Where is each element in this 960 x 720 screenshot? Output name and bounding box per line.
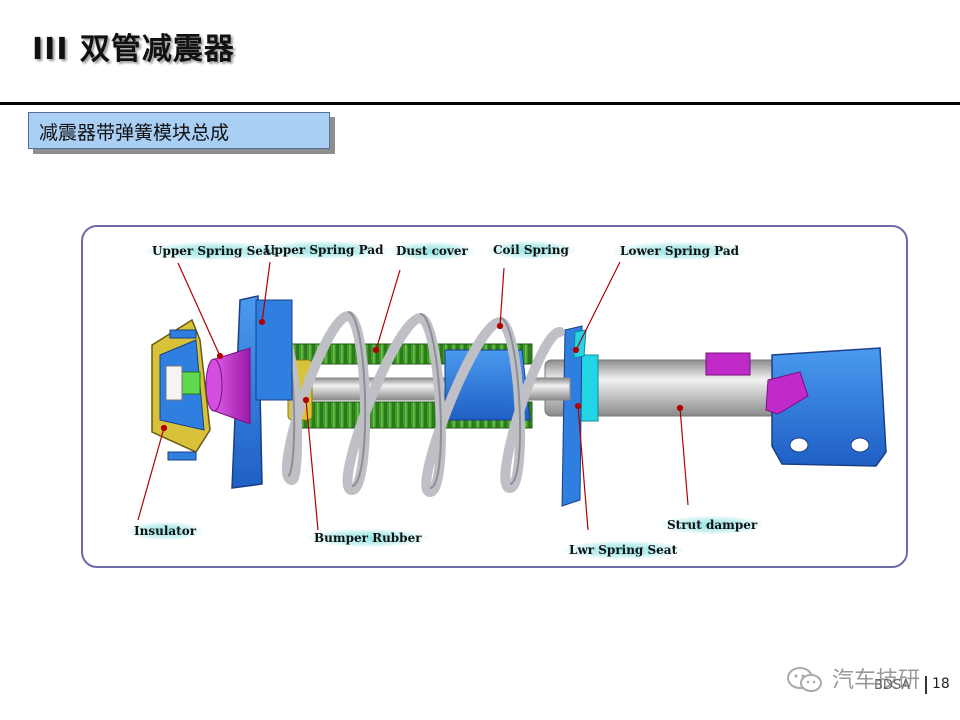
label-insulator: Insulator <box>128 522 203 540</box>
label-lwr-spring-seat: Lwr Spring Seat <box>563 541 684 559</box>
wechat-icon <box>787 667 822 692</box>
label-strut-damper: Strut damper <box>661 516 764 534</box>
label-bumper-rubber: Bumper Rubber <box>308 529 428 547</box>
bracket-hole-2 <box>850 437 870 453</box>
label-upper-spring-seat: Upper Spring Seat <box>146 242 283 260</box>
footer-divider <box>925 676 927 694</box>
insulator-inner <box>165 365 183 401</box>
bearing-face <box>205 358 223 412</box>
insulator-nut <box>181 371 201 395</box>
footer-code: BDSA <box>874 678 911 693</box>
section-heading: 减震器带弹簧模块总成 <box>28 112 330 149</box>
footer-brand: 汽车技研 <box>832 668 921 693</box>
brake-hose-bracket <box>705 352 751 376</box>
page-number: 18 <box>932 676 950 692</box>
title-divider <box>0 102 960 105</box>
lower-spring-seat-plate <box>561 325 583 507</box>
label-coil-spring: Coil Spring <box>487 241 575 259</box>
label-dust-cover: Dust cover <box>390 242 474 260</box>
stabilizer-mount <box>765 371 809 415</box>
mount-bolt-bottom <box>167 451 197 461</box>
label-upper-spring-pad: Upper Spring Pad <box>258 241 390 259</box>
bracket-hole-1 <box>789 437 809 453</box>
label-lower-spring-pad: Lower Spring Pad <box>614 242 746 260</box>
upper-spring-pad-part <box>255 299 293 401</box>
slide-title: III 双管减震器 <box>32 32 235 67</box>
mount-bolt-top <box>169 329 197 339</box>
